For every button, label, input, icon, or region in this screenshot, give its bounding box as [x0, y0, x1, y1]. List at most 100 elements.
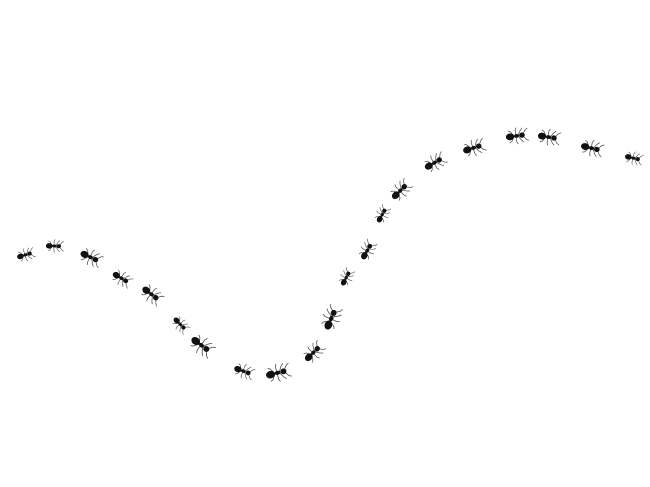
ant-thorax	[23, 253, 28, 257]
ant-leg	[547, 128, 551, 138]
ant	[537, 128, 562, 146]
ant-head	[56, 244, 62, 249]
ant-leg	[59, 241, 65, 246]
ant	[190, 334, 216, 359]
ant-leg	[117, 277, 122, 285]
ant-abdomen	[80, 250, 89, 258]
ant-leg	[345, 266, 349, 273]
ant	[358, 238, 378, 260]
ant-thorax	[588, 146, 595, 151]
ant-leg	[632, 151, 636, 159]
ant-abdomen	[324, 320, 333, 330]
ant-thorax	[631, 156, 636, 160]
ant-abdomen	[173, 317, 180, 324]
ant-leg	[439, 151, 442, 159]
ant-abdomen	[581, 143, 590, 151]
ant-leg	[126, 278, 134, 281]
ant-leg	[517, 135, 525, 143]
ant-thorax	[344, 275, 348, 280]
ant-leg	[549, 136, 555, 146]
ant-leg	[382, 203, 385, 211]
ant-head	[382, 208, 387, 213]
ant-leg	[184, 326, 191, 328]
ant-abdomen	[537, 132, 547, 140]
ant-leg	[248, 369, 256, 373]
ant-leg	[244, 366, 252, 372]
ant-leg	[244, 371, 248, 380]
ant-leg	[349, 271, 356, 274]
ant-leg	[26, 254, 33, 260]
ant-head	[594, 146, 600, 153]
ant-abdomen	[361, 252, 368, 260]
ant-leg	[96, 256, 104, 260]
ant-abdomen	[625, 154, 632, 160]
ant	[45, 239, 65, 253]
ant-leg	[242, 364, 247, 372]
ant	[338, 266, 356, 286]
ant-leg	[360, 246, 368, 252]
ant-abdomen	[266, 370, 276, 379]
ant-leg	[196, 344, 202, 354]
ant-leg	[95, 260, 99, 268]
ant-leg	[284, 371, 292, 377]
ant-leg	[514, 127, 517, 137]
ant-leg	[322, 314, 332, 320]
ant-head	[92, 256, 99, 263]
ant-thorax	[87, 255, 93, 260]
ant-leg	[240, 370, 244, 379]
ant-leg	[592, 142, 600, 149]
ant-abdomen	[234, 365, 242, 373]
ant-head	[314, 346, 320, 352]
ant-thorax	[365, 248, 370, 253]
ant-leg	[470, 139, 474, 149]
ant-leg	[597, 150, 602, 158]
ant-leg	[549, 130, 557, 138]
ant-leg	[364, 242, 369, 250]
ant-leg	[554, 132, 562, 138]
ant-leg	[345, 277, 353, 281]
ant-leg	[405, 186, 414, 188]
ant-leg	[179, 324, 182, 333]
ant-abdomen	[45, 243, 53, 249]
ant-leg	[278, 372, 287, 379]
ant-thorax	[513, 134, 520, 138]
ant-leg	[53, 239, 56, 247]
ant-leg	[175, 323, 181, 330]
ant-leg	[597, 144, 605, 150]
ant-thorax	[149, 292, 154, 297]
ant	[303, 339, 327, 363]
ant-leg	[307, 346, 314, 354]
ant-leg	[343, 270, 348, 277]
ant-leg	[248, 373, 252, 381]
ant-abdomen	[142, 286, 151, 295]
ant	[80, 248, 104, 268]
ant-thorax	[398, 188, 403, 193]
ant-leg	[206, 350, 209, 359]
ant-leg	[382, 212, 390, 214]
ant-leg	[366, 250, 375, 255]
ant-leg	[200, 338, 208, 346]
ant-leg	[179, 319, 186, 325]
ant	[390, 177, 414, 201]
ant-thorax	[380, 212, 384, 217]
ant-leg	[522, 135, 530, 141]
ant-leg	[478, 138, 483, 146]
ant-leg	[146, 293, 152, 302]
ant-leg	[440, 159, 448, 163]
ant	[321, 303, 343, 330]
ant-leg	[367, 238, 370, 246]
ant-leg	[91, 253, 100, 259]
ant-leg	[24, 254, 28, 262]
ant-thorax	[545, 135, 552, 139]
ant-leg	[346, 275, 354, 277]
ant-leg	[120, 271, 126, 279]
ant-leg	[152, 292, 162, 296]
ant-leg	[207, 346, 216, 350]
ant-leg	[331, 314, 342, 318]
ant-leg	[385, 208, 392, 211]
ant-leg	[399, 190, 407, 197]
ant-leg	[23, 248, 26, 256]
ant-leg	[314, 351, 324, 354]
